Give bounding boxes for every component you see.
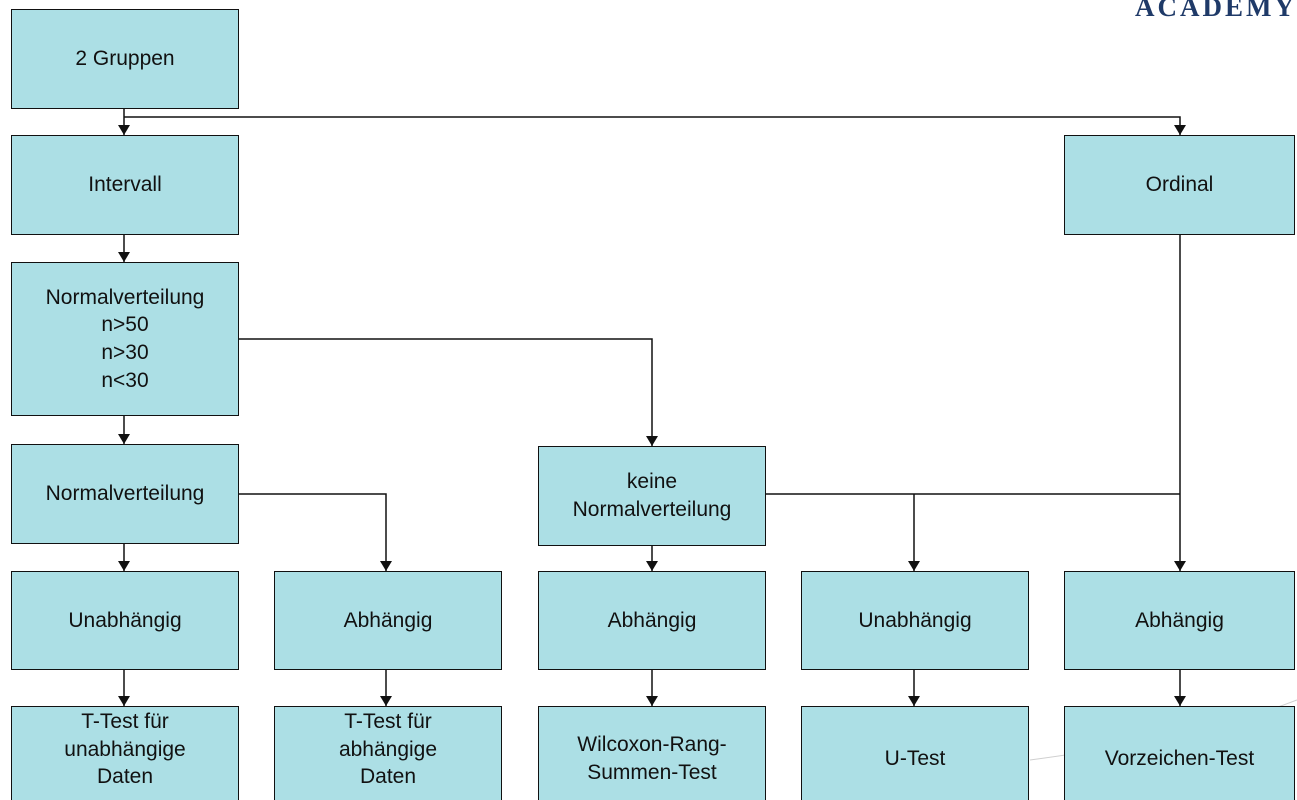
node-abhaengig-keine-normal: Abhängig xyxy=(538,571,766,670)
node-vorzeichen-test: Vorzeichen-Test xyxy=(1064,706,1295,800)
edge-normal-samplesize-to-keine-normal xyxy=(239,338,658,446)
edge-keine-normal-to-unabhaengig-2 xyxy=(766,493,1180,571)
node-t-test-abhaengige-daten: T-Test für abhängige Daten xyxy=(274,706,502,800)
node-unabhaengig-keine-normal: Unabhängig xyxy=(801,571,1029,670)
node-unabhaengig-normal: Unabhängig xyxy=(11,571,239,670)
node-wilcoxon-rang-summen-test: Wilcoxon-Rang- Summen-Test xyxy=(538,706,766,800)
node-intervall: Intervall xyxy=(11,135,239,235)
node-normalverteilung-sample-size: Normalverteilung n>50 n>30 n<30 xyxy=(11,262,239,416)
edge-groups-to-ordinal xyxy=(124,116,1186,135)
node-abhaengig-ordinal: Abhängig xyxy=(1064,571,1295,670)
node-abhaengig-normal: Abhängig xyxy=(274,571,502,670)
node-normalverteilung: Normalverteilung xyxy=(11,444,239,544)
node-keine-normalverteilung: keine Normalverteilung xyxy=(538,446,766,546)
edge-normalverteilung-to-abhaengig-1 xyxy=(239,493,392,571)
node-t-test-unabhaengige-daten: T-Test für unabhängige Daten xyxy=(11,706,239,800)
node-2-gruppen: 2 Gruppen xyxy=(11,9,239,109)
brand-logo-text: ACADEMY xyxy=(1135,0,1297,22)
node-ordinal: Ordinal xyxy=(1064,135,1295,235)
node-u-test: U-Test xyxy=(801,706,1029,800)
